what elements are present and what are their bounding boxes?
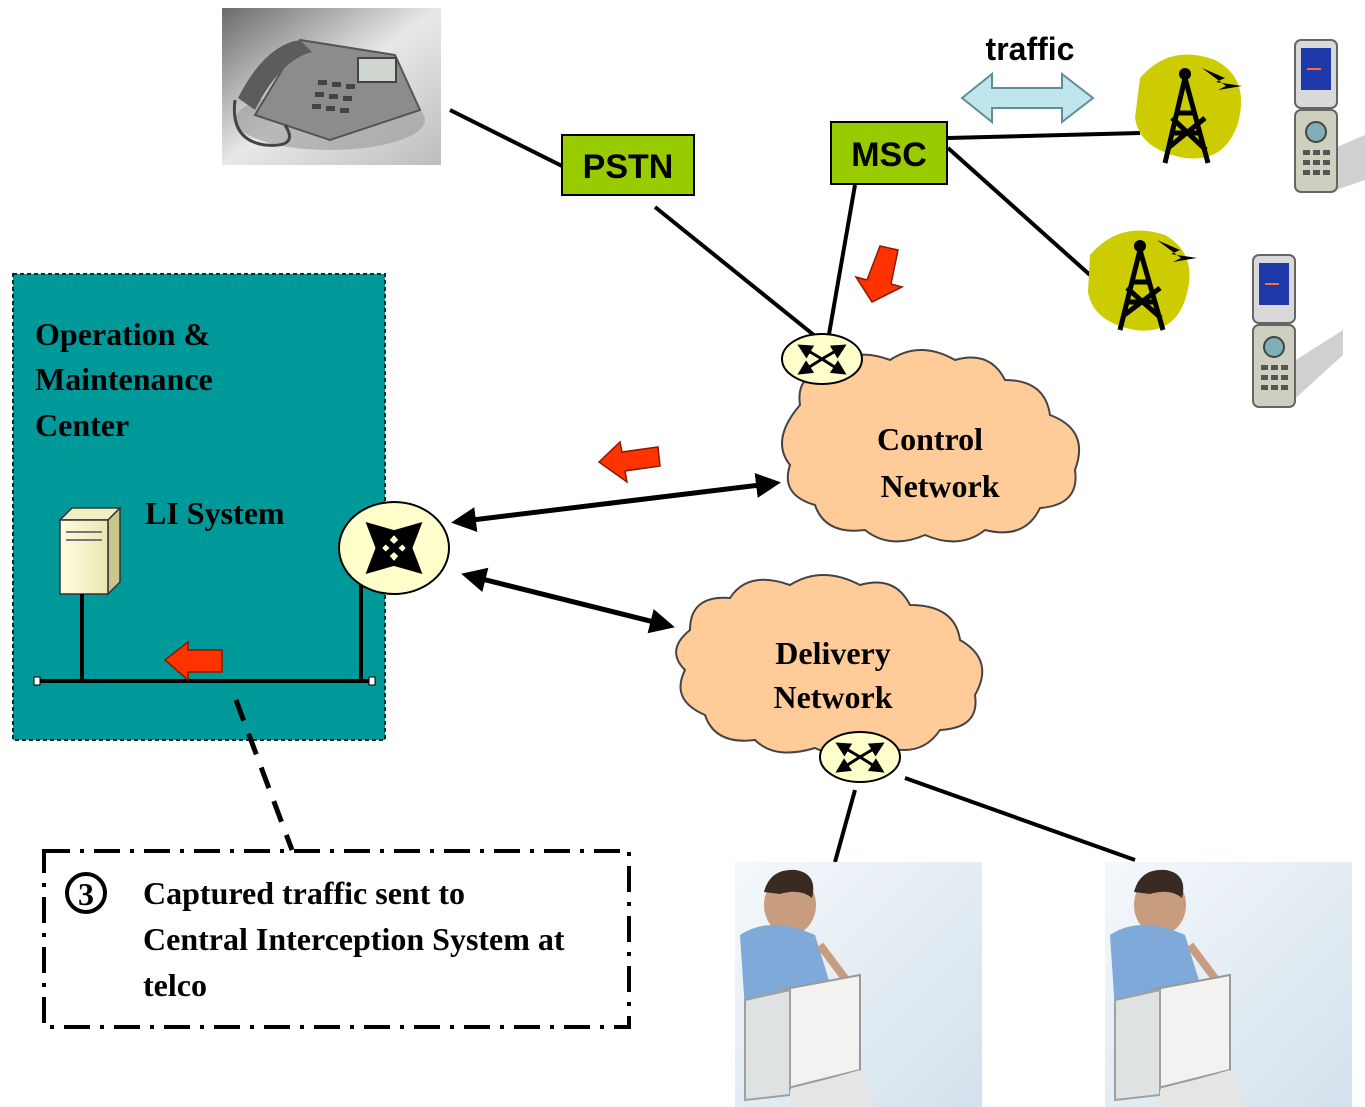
traffic-label: traffic (986, 31, 1075, 67)
omc-title-line2: Maintenance (35, 361, 213, 397)
callout-line1: Captured traffic sent to (143, 875, 465, 911)
router-icon (781, 333, 863, 385)
callout-leader-line (233, 699, 295, 851)
omc-panel: Operation & Maintenance Center LI System (12, 273, 386, 741)
cell-tower-icon (1088, 230, 1197, 331)
callout-box: 3 Captured traffic sent to Central Inter… (42, 849, 631, 1029)
link-msc-tower-top (947, 131, 1141, 140)
link-phone-pstn (449, 108, 563, 168)
mobile-phone-icon (1294, 39, 1365, 193)
control-network-label-line2: Network (880, 468, 999, 504)
traffic-double-arrow (960, 71, 1095, 125)
user-at-computer-photo (1105, 862, 1352, 1107)
red-arrow-bus-left (163, 640, 223, 682)
pstn-label: PSTN (583, 148, 674, 186)
delivery-network-label-line1: Delivery (775, 635, 891, 671)
delivery-network-label-line2: Network (773, 679, 892, 715)
pstn-node: PSTN (561, 134, 695, 196)
msc-label: MSC (851, 136, 927, 174)
link-pstn-control-router (653, 205, 822, 342)
mobile-phone-icon (1252, 254, 1343, 408)
callout-line3: telco (143, 967, 207, 1003)
lan-bus (38, 578, 372, 683)
msc-node: MSC (830, 121, 948, 185)
cell-tower-icon (1135, 54, 1242, 164)
callout-line2: Central Interception System at (143, 921, 565, 957)
link-msc-control-router (826, 184, 857, 341)
router-icon (338, 501, 450, 595)
callout-number: 3 (78, 876, 94, 912)
delivery-network-cloud: Delivery Network (675, 574, 984, 757)
router-icon (819, 731, 901, 783)
li-system-label: LI System (145, 495, 285, 531)
control-network-label-line1: Control (877, 421, 983, 457)
red-arrow-msc-down (854, 245, 905, 303)
desk-phone-icon (222, 8, 441, 165)
server-icon (58, 506, 122, 596)
omc-title-line3: Center (35, 407, 129, 443)
link-delivery-user-right (904, 776, 1136, 862)
red-arrow-control-left (597, 440, 661, 484)
control-network-cloud: Control Network (781, 349, 1080, 543)
link-delivery-user-left (833, 789, 857, 863)
user-at-computer-photo (735, 862, 982, 1107)
link-li-delivery (461, 567, 675, 634)
link-li-control (451, 473, 781, 532)
omc-title-line1: Operation & (35, 316, 210, 352)
link-msc-tower-bottom (946, 146, 1092, 277)
connection-lines (449, 108, 1141, 863)
